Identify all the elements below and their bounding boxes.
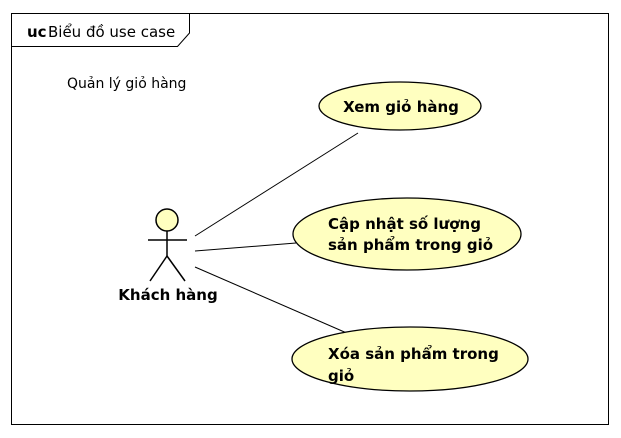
actor-customer[interactable]: Khách hàng (118, 208, 218, 304)
subject-label: Quản lý giỏ hàng (67, 76, 186, 92)
actor-right-leg (166, 255, 186, 282)
frame-keyword: uc (27, 23, 47, 41)
use-case-shape (291, 326, 529, 392)
use-case-label: Xem giỏ hàng (343, 98, 459, 116)
use-case-update-quantity[interactable]: Cập nhật số lượng sản phẩm trong giỏ (292, 197, 522, 271)
use-case-shape (318, 81, 482, 131)
frame-tab (11, 13, 190, 47)
association-update-quantity (194, 242, 297, 252)
use-case-label-line-1: Cập nhật số lượng (328, 214, 481, 233)
actor-label: Khách hàng (118, 286, 217, 304)
actor-head (155, 208, 179, 232)
use-case-shape (292, 197, 522, 271)
actor-left-leg (149, 255, 168, 282)
use-case-label-line-2: sản phẩm trong giỏ (328, 235, 493, 254)
association-view-cart (194, 132, 359, 237)
use-case-label-line-1: Xóa sản phẩm trong (328, 344, 499, 363)
frame-name: Biểu đồ use case (48, 23, 175, 41)
use-case-remove-product[interactable]: Xóa sản phẩm trong giỏ (291, 326, 529, 392)
association-remove-product (194, 266, 350, 335)
use-case-view-cart[interactable]: Xem giỏ hàng (318, 81, 482, 131)
use-case-label-line-2: giỏ (328, 367, 354, 385)
